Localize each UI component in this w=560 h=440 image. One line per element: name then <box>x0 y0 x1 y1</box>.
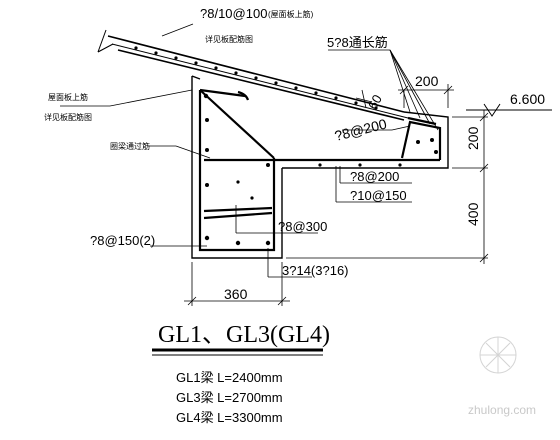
eave-rebar-label: 5?8通长筋 <box>327 35 388 50</box>
dim-400-right: 400 <box>465 202 481 226</box>
watermark-text: zhulong.com <box>468 403 536 417</box>
length-gl1: GL1梁 L=2400mm <box>176 370 283 385</box>
elevation-marker <box>466 103 552 117</box>
beam-cage <box>198 88 442 252</box>
beam-rebar-label: ?8@300 <box>278 219 327 234</box>
left-note-2: 详见板配筋图 <box>44 112 92 122</box>
watermark-logo <box>479 336 517 374</box>
top-rebar-label: ?8/10@100 <box>200 6 267 21</box>
dimensions <box>184 84 489 306</box>
dim-200-top: 200 <box>415 73 439 89</box>
beam-rebar-dots <box>203 93 438 246</box>
roof-slab <box>97 29 409 121</box>
dim-200-right: 200 <box>465 126 481 150</box>
dim-60: 60 <box>365 92 385 112</box>
left-note-1: 屋面板上筋 <box>48 92 88 102</box>
length-gl3: GL3梁 L=2700mm <box>176 390 283 405</box>
top-rebar-note: (屋面板上筋) <box>268 9 314 19</box>
slab-rebar-label: ?8@200 <box>333 115 389 143</box>
stirrup-label: ?8@150(2) <box>90 233 155 248</box>
elevation-label: 6.600 <box>510 91 545 107</box>
length-gl4: GL4梁 L=3300mm <box>176 410 283 425</box>
bottom-rebar-label: 3?14(3?16) <box>282 263 349 278</box>
beam-outline <box>191 75 449 259</box>
mid-rebar-1: ?8@200 <box>350 169 399 184</box>
leader-lines <box>60 23 439 278</box>
stirrup-note: 圈梁通过筋 <box>110 141 150 151</box>
drawing-title: GL1、GL3(GL4) <box>158 322 330 348</box>
anchor-note: 详见板配筋图 <box>205 34 253 44</box>
mid-rebar-2: ?10@150 <box>350 188 407 203</box>
dim-360: 360 <box>224 286 248 302</box>
